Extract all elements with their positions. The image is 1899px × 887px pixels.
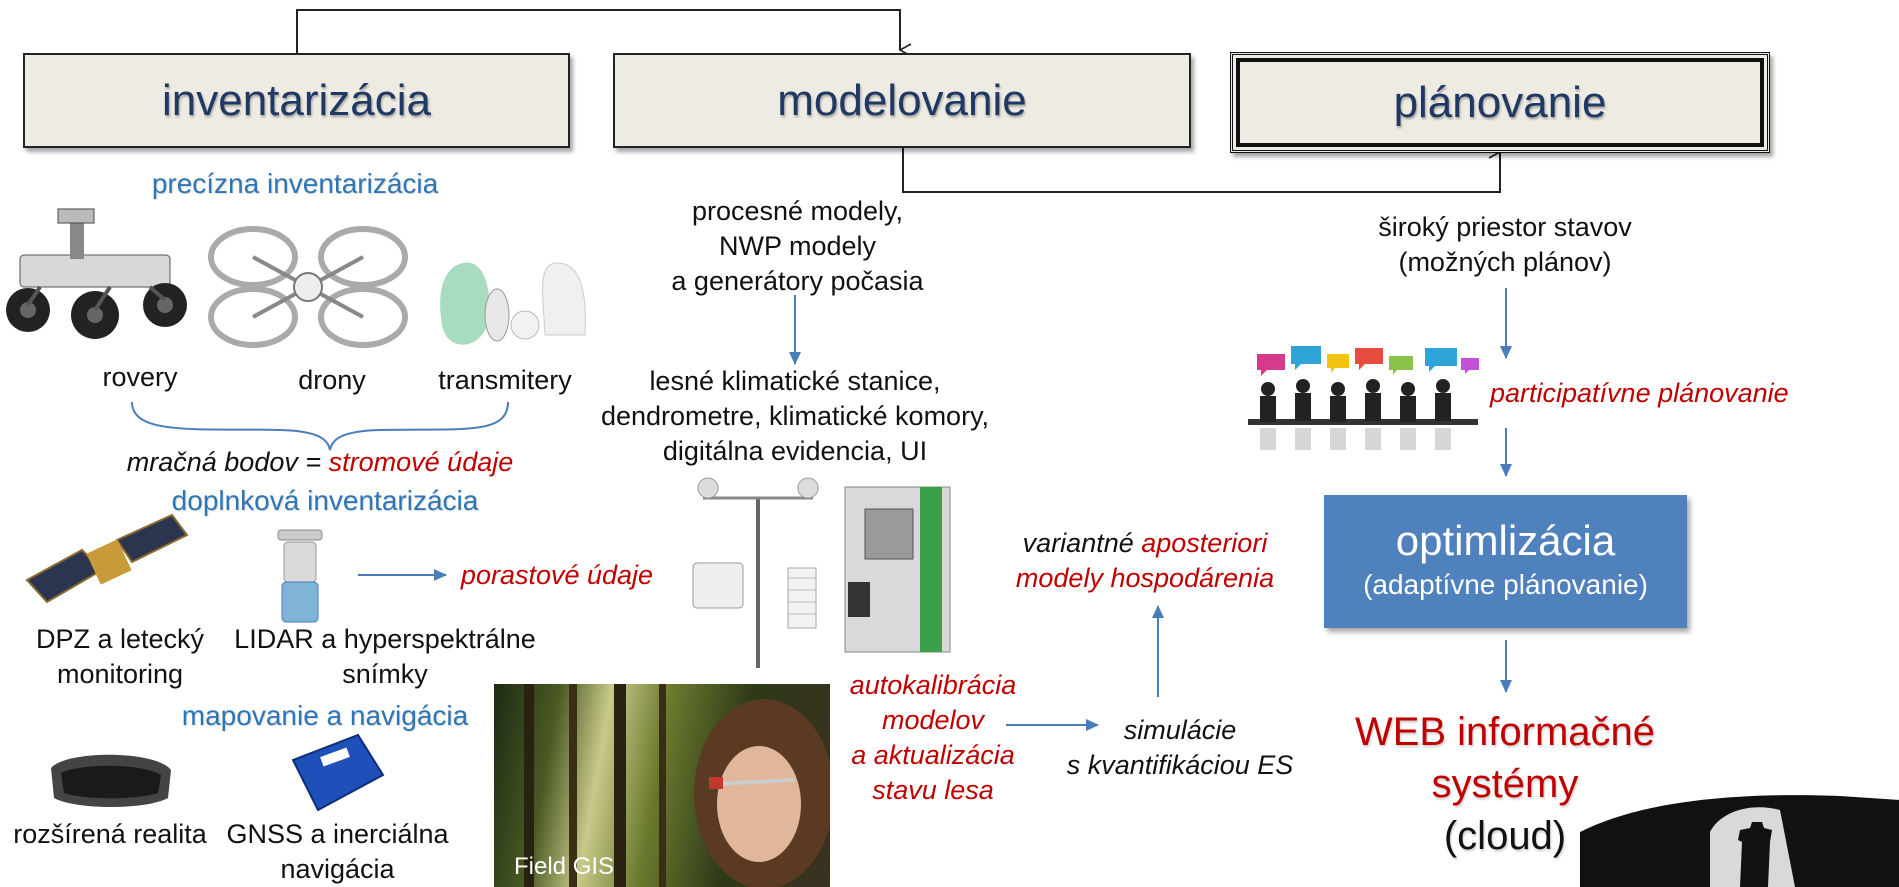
rovery-label: rovery	[102, 362, 178, 392]
stand-data-label: porastové údaje	[460, 560, 654, 590]
models-line2: NWP modely	[718, 231, 877, 261]
autocal-line1: autokalibrácia	[849, 670, 1017, 700]
variant-models-text: variantné aposteriori modely hospodáreni…	[1000, 526, 1290, 596]
state-space-line2: (možných plánov)	[1398, 247, 1612, 277]
simulation-text: simulácie s kvantifikáciou ES	[1050, 713, 1310, 783]
header-planovanie: plánovanie	[1230, 52, 1770, 153]
meeting-image	[1248, 346, 1479, 450]
web-line1: WEB informačné	[1354, 710, 1656, 754]
stations-line1: lesné klimatické stanice,	[649, 366, 941, 396]
models-line3: a generátory počasia	[671, 266, 924, 296]
dpz-label-line1: DPZ a letecký	[35, 624, 205, 654]
autocal-line3: a aktualizácia	[851, 740, 1015, 770]
models-text: procesné modely, NWP modely a generátory…	[620, 194, 975, 299]
variant-line1: variantné aposteriori	[1000, 526, 1290, 561]
autocalibration-text: autokalibrácia modelov a aktualizácia st…	[838, 668, 1028, 808]
autocal-line4: stavu lesa	[872, 775, 994, 805]
sim-line1: simulácie	[1123, 715, 1237, 745]
stations-line3: digitálna evidencia, UI	[662, 436, 928, 466]
variant-line1b: aposteriori	[1141, 528, 1268, 558]
field-gis-caption: Field GIS	[514, 853, 615, 880]
stations-line2: dendrometre, klimatické komory,	[600, 401, 990, 431]
satellite-image	[25, 513, 189, 604]
lidar-image	[277, 529, 323, 623]
weather-station-image	[692, 477, 819, 668]
precise-inventory-title: precízna inventarizácia	[151, 168, 439, 199]
web-info-systems: WEB informačné systémy (cloud)	[1320, 706, 1690, 862]
variant-line1a: variantné	[1022, 528, 1142, 558]
climate-chamber-image	[844, 486, 951, 653]
gnss-image	[291, 733, 385, 812]
transmitery-label: transmitery	[438, 365, 572, 395]
gnss-label-line1: GNSS a inerciálna	[226, 819, 449, 849]
transmitters-image	[440, 262, 586, 345]
tree-data-label: stromové údaje	[328, 447, 514, 477]
stations-text: lesné klimatické stanice, dendrometre, k…	[585, 364, 1005, 469]
models-line1: procesné modely,	[691, 196, 904, 226]
variant-line2: modely hospodárenia	[1015, 563, 1275, 593]
dpz-label: DPZ a letecký monitoring	[20, 622, 220, 692]
loop-inventory-to-modeling	[296, 9, 912, 57]
optimization-title: optimlizácia	[1395, 517, 1616, 564]
lidar-label-line2: snímky	[342, 659, 428, 689]
dpz-label-line2: monitoring	[56, 659, 184, 689]
sim-line2: s kvantifikáciou ES	[1066, 750, 1294, 780]
lidar-label-line1: LIDAR a hyperspektrálne	[234, 624, 536, 654]
field-gis-photo: Field GIS	[494, 684, 830, 887]
point-cloud-eq: =	[297, 447, 329, 477]
participative-planning-label: participatívne plánovanie	[1490, 378, 1789, 408]
rover-image	[6, 208, 187, 339]
drony-label: drony	[298, 365, 366, 395]
header-inventarizacia-label: inventarizácia	[161, 75, 432, 125]
brace	[131, 401, 509, 451]
forest-scene	[524, 684, 830, 887]
header-modelovanie-label: modelovanie	[777, 75, 1027, 125]
web-line2: systémy	[1431, 762, 1579, 806]
ar-label: rozšírená realita	[13, 819, 207, 849]
drone-image	[208, 226, 408, 348]
state-space-line1: široký priestor stavov	[1378, 212, 1632, 242]
gnss-label: GNSS a inerciálna navigácia	[225, 817, 450, 887]
autocal-line2: modelov	[881, 705, 985, 735]
header-inventarizacia: inventarizácia	[23, 53, 570, 148]
web-line3: (cloud)	[1443, 814, 1567, 858]
point-cloud-line: mračná bodov = stromové údaje	[70, 445, 570, 480]
header-planovanie-label: plánovanie	[1393, 77, 1607, 127]
gnss-label-line2: navigácia	[280, 854, 395, 884]
lidar-label: LIDAR a hyperspektrálne snímky	[225, 622, 545, 692]
point-cloud-prefix: mračná bodov	[126, 447, 298, 477]
hololens-image	[51, 754, 171, 807]
supplementary-inventory-title: doplnková inventarizácia	[171, 485, 479, 516]
optimization-box: optimlizácia (adaptívne plánovanie)	[1324, 495, 1687, 628]
silhouette-image	[1580, 795, 1899, 887]
mapping-title: mapovanie a navigácia	[181, 700, 469, 731]
header-modelovanie: modelovanie	[613, 53, 1191, 148]
loop-modeling-to-planning	[902, 145, 1502, 193]
optimization-subtitle: (adaptívne plánovanie)	[1363, 569, 1648, 600]
state-space-text: široký priestor stavov (možných plánov)	[1345, 210, 1665, 280]
